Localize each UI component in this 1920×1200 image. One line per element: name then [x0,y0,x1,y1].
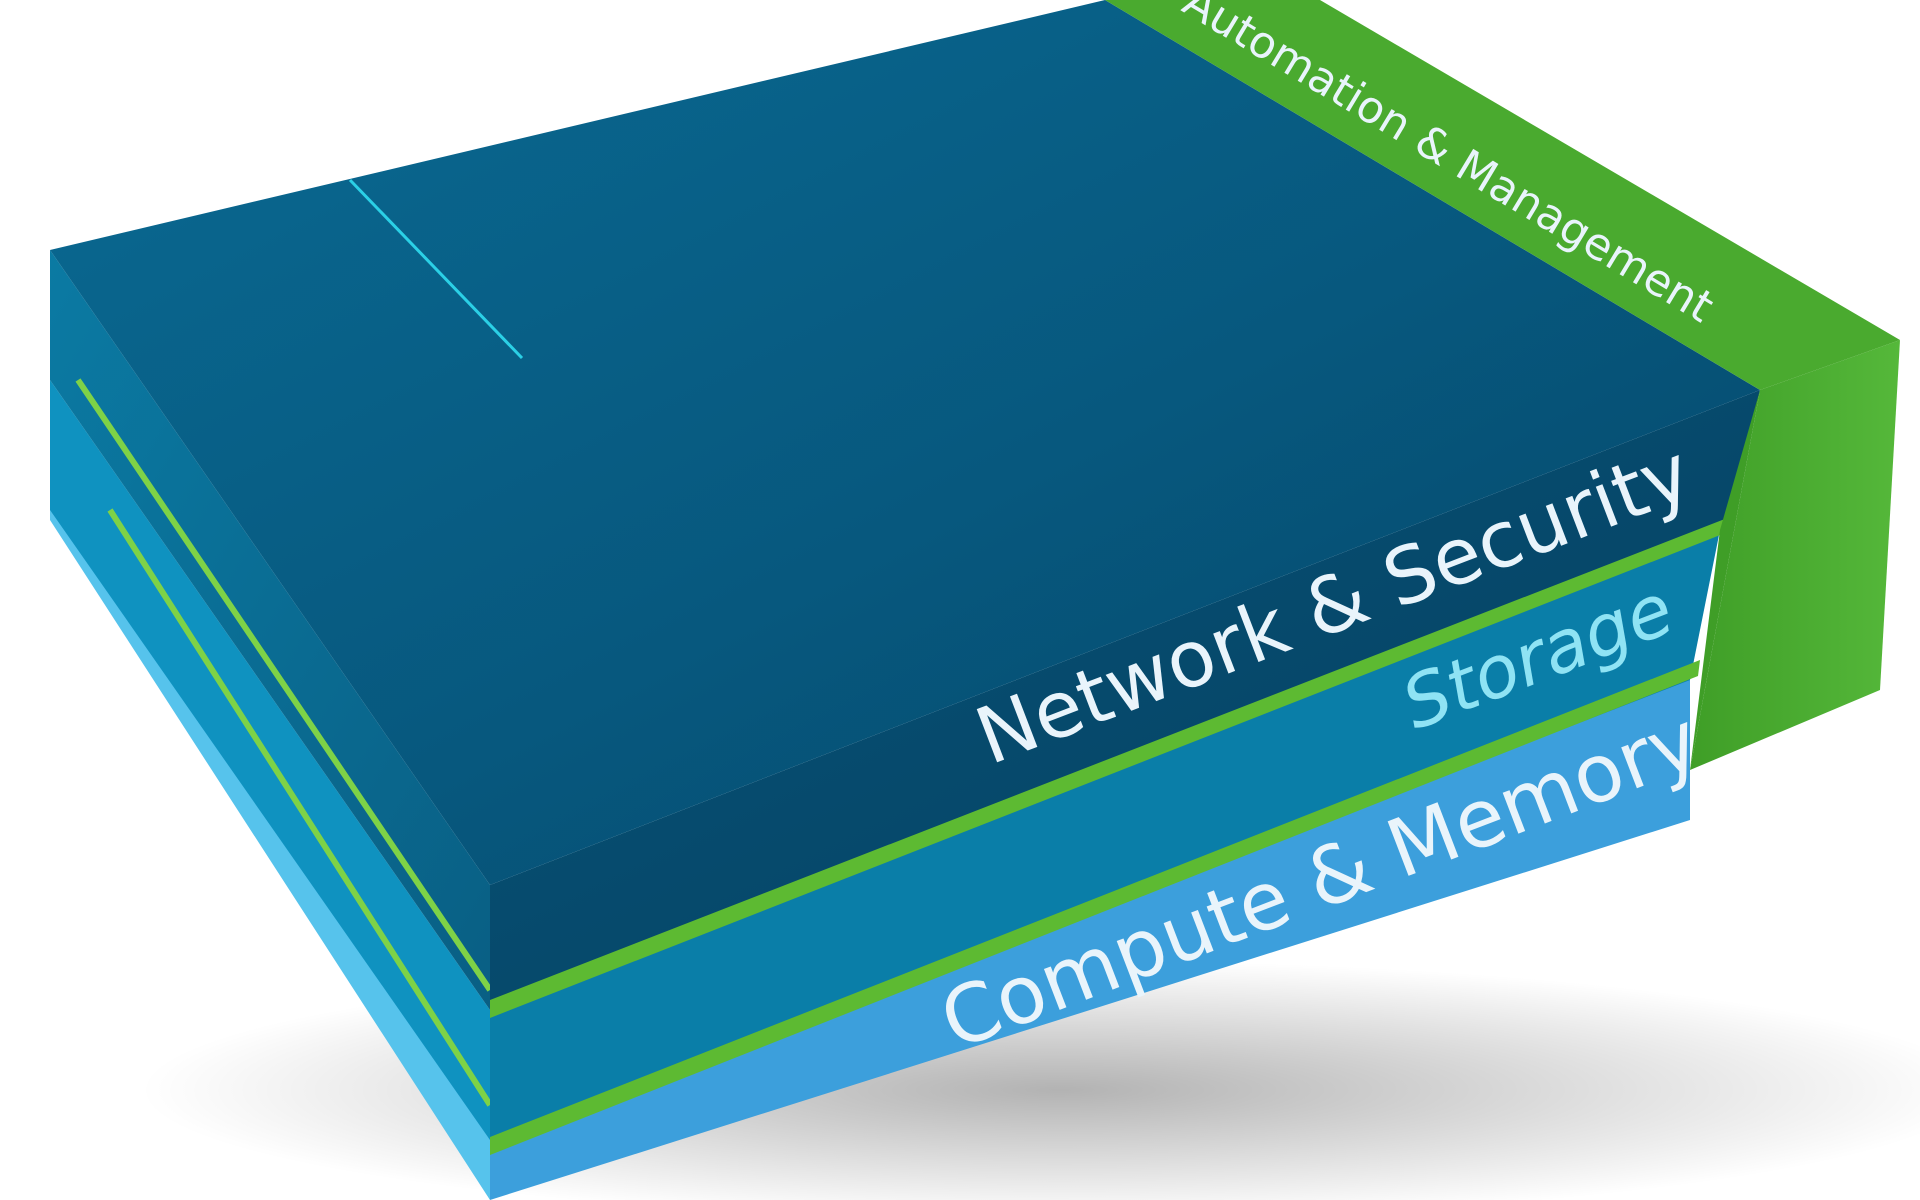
network-layer-top-face [50,0,1760,885]
front-separator-bottom [490,660,1700,1155]
automation-layer-inner-face [1690,390,1760,770]
automation-layer-top-face [1105,0,1900,390]
compute-layer-front-face [490,670,1690,1200]
left-separator-bottom [107,508,493,1107]
left-separator-top [75,378,493,992]
automation-layer-front-face [1690,340,1900,770]
network-layer-front-face [490,390,1760,1010]
front-separator-top [490,515,1735,1018]
network-layer-left-face [50,250,490,1010]
top-highlight-line [348,178,524,360]
storage-layer-front-face [490,530,1720,1145]
